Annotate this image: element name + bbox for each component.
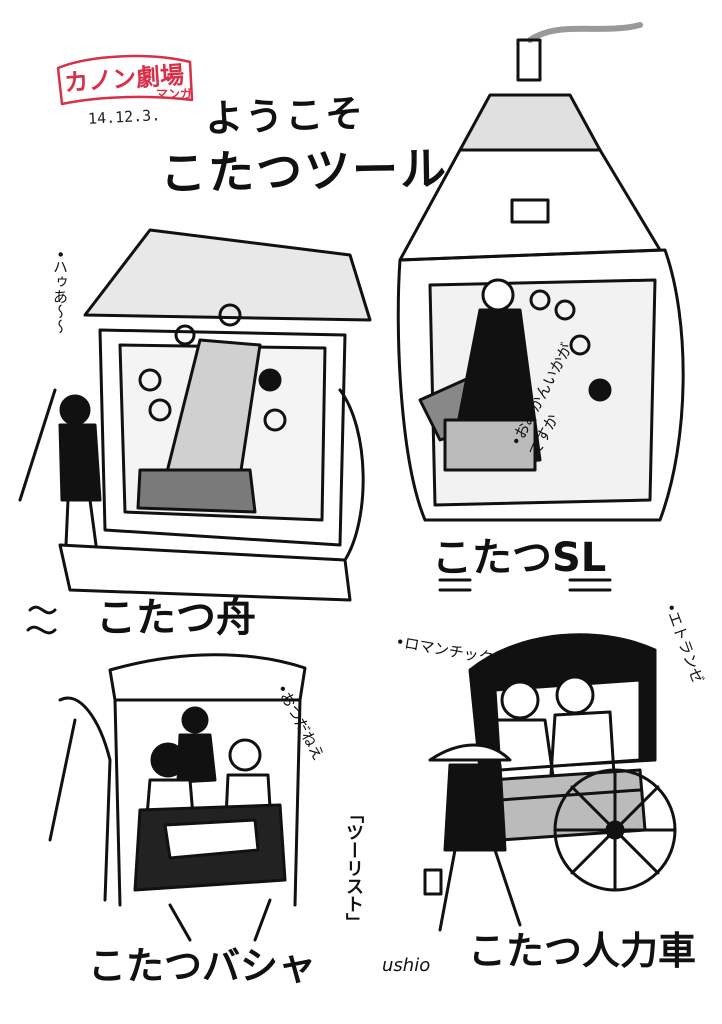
boat-drawing xyxy=(18,228,372,635)
carriage-drawing xyxy=(48,653,307,942)
stamp-subtitle: マンガ xyxy=(156,87,193,101)
stamp: カノン劇場 マンガ xyxy=(48,55,198,117)
label-kotatsu-jinrikisha: こたつ人力車 xyxy=(468,929,697,973)
side-text-tourist: 「ツーリスト」 xyxy=(343,805,364,931)
artist-signature: ushio xyxy=(382,955,431,976)
speech-boat: •ハゥあ〜〜 xyxy=(51,250,69,334)
label-kotatsu-boat: こたつ舟 xyxy=(96,595,256,641)
date: 14.12.3. xyxy=(87,106,161,128)
stamp-frame xyxy=(56,54,194,106)
train-drawing xyxy=(396,22,685,592)
rickshaw-drawing xyxy=(423,633,677,932)
title-line-2: こたつツール xyxy=(159,141,449,201)
label-kotatsu-sl: こたつSL xyxy=(432,535,607,581)
label-kotatsu-basha: こたつバシャ xyxy=(88,944,317,988)
